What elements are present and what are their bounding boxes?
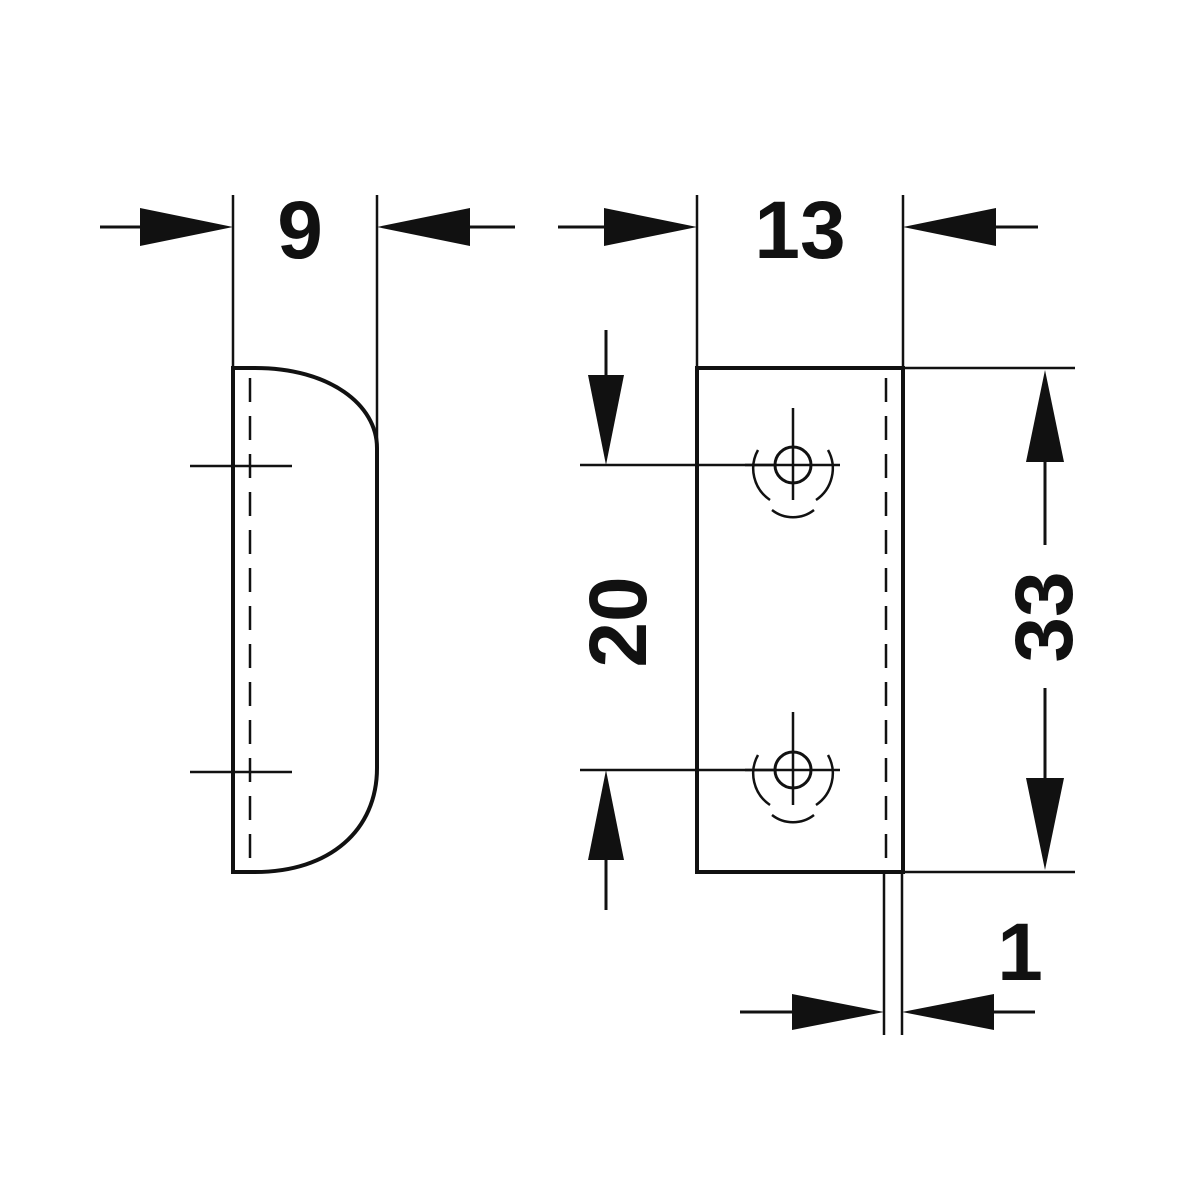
hole-arc-bottom: [771, 508, 815, 519]
hole-arc-bottom: [771, 813, 815, 824]
arrowhead-down: [1026, 778, 1064, 870]
arrowhead-left: [377, 208, 470, 246]
hole-arc-left: [751, 754, 771, 807]
hole-arc-right: [815, 449, 835, 502]
arrowhead-up: [1026, 370, 1064, 462]
side-view: 9: [100, 185, 515, 874]
hole-arc-left: [751, 449, 771, 502]
hole-arc-right: [815, 754, 835, 807]
front-view: 13 20: [558, 185, 1090, 1035]
dimension-label-1: 1: [997, 907, 1043, 998]
dimension-label-9: 9: [277, 185, 323, 276]
screw-hole-top: [745, 408, 840, 519]
arrowhead-up: [588, 770, 624, 860]
dimension-label-20: 20: [573, 576, 664, 667]
dimension-label-33: 33: [999, 571, 1090, 662]
dimension-label-13: 13: [754, 185, 845, 276]
plate-outline: [695, 366, 905, 874]
arrowhead-right: [140, 208, 233, 246]
profile-outline: [231, 366, 379, 874]
arrowhead-left: [903, 208, 996, 246]
arrowhead-down: [588, 375, 624, 465]
screw-hole-bottom: [745, 712, 840, 824]
arrowhead-right: [604, 208, 697, 246]
arrowhead-right: [792, 994, 884, 1030]
arrowhead-left: [902, 994, 994, 1030]
